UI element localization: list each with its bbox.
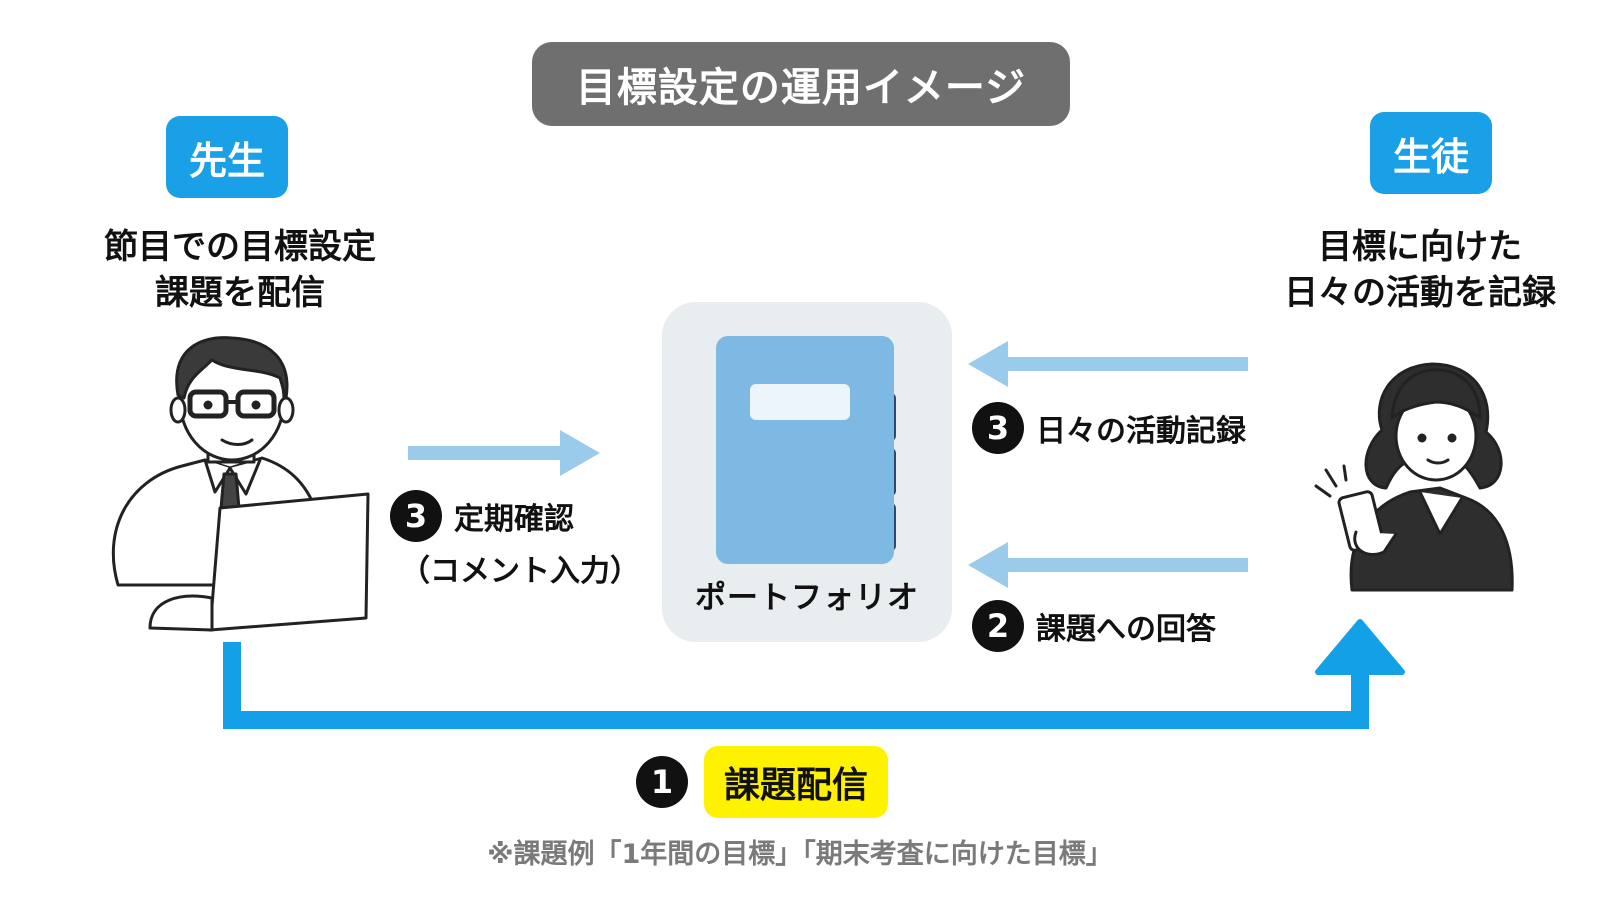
teacher-badge: 先生: [166, 116, 288, 198]
student-badge: 生徒: [1370, 112, 1492, 194]
arrow-student-record-to-portfolio: [968, 341, 1248, 387]
step-number-badge: 1: [636, 756, 688, 808]
step-teacher-check: 3 定期確認: [390, 490, 574, 542]
teacher-description-line2: 課題を配信: [155, 273, 325, 313]
step-teacher-check-sub: （コメント入力）: [400, 554, 640, 589]
notebook-icon: [716, 336, 896, 564]
arrow-distribute: [223, 619, 1405, 729]
step-label: 日々の活動記録: [1036, 414, 1246, 449]
step-distribute: 1 課題配信: [636, 746, 889, 818]
student-description-line1: 目標に向けた: [1318, 227, 1522, 267]
step-student-answer: 2 課題への回答: [972, 600, 1216, 652]
step-label-highlight: 課題配信: [704, 746, 889, 818]
step-number-badge: 3: [390, 490, 442, 542]
arrow-teacher-to-portfolio: [408, 430, 600, 476]
step-number-badge: 2: [972, 600, 1024, 652]
diagram-title: 目標設定の運用イメージ: [532, 42, 1070, 126]
teacher-illustration: [111, 336, 370, 632]
student-description: 目標に向けた 日々の活動を記録: [1240, 224, 1600, 316]
student-illustration: [1314, 362, 1514, 592]
portfolio-label: ポートフォリオ: [695, 580, 919, 616]
step-student-record: 3 日々の活動記録: [972, 402, 1246, 454]
step-label: 定期確認: [454, 502, 574, 537]
student-description-line2: 日々の活動を記録: [1284, 273, 1556, 313]
teacher-description: 節目での目標設定 課題を配信: [40, 224, 440, 316]
arrow-student-answer-to-portfolio: [968, 542, 1248, 588]
example-note: ※課題例「1年間の目標」「期末考査に向けた目標」: [487, 839, 1113, 870]
teacher-description-line1: 節目での目標設定: [104, 227, 376, 267]
step-number-badge: 3: [972, 402, 1024, 454]
step-label: 課題への回答: [1036, 612, 1216, 647]
